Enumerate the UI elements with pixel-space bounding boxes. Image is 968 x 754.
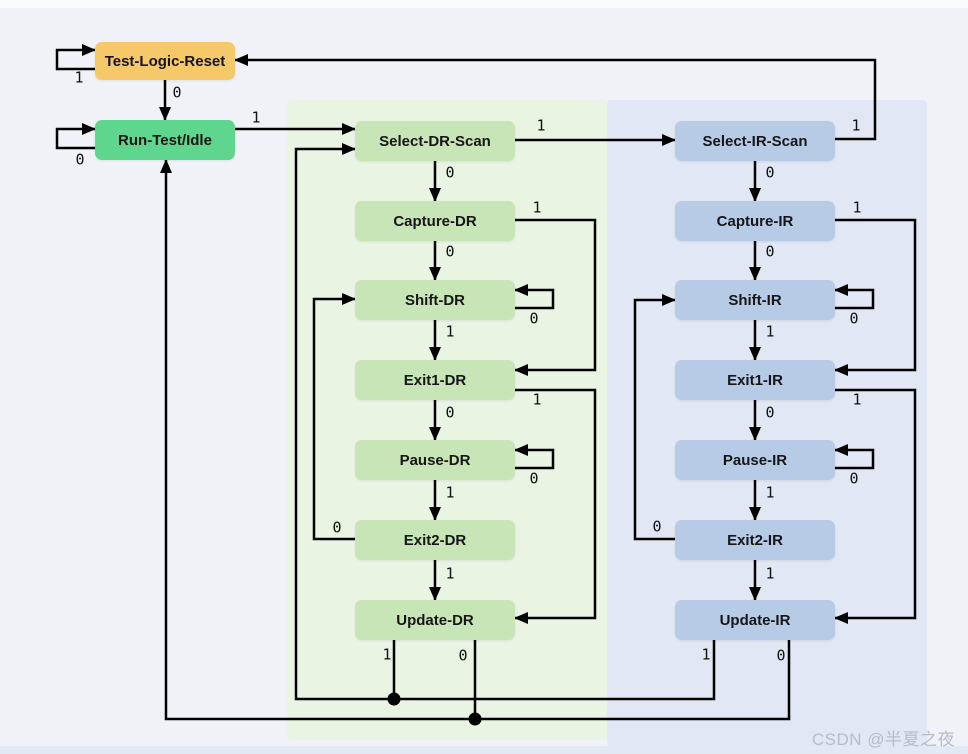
edge-label-pause-ir-self: 0 [849, 469, 859, 488]
page-bottom-strip [0, 746, 968, 754]
junction-dot-update-0 [468, 712, 482, 726]
state-select-ir-scan: Select-IR-Scan [675, 121, 835, 161]
state-test-logic-reset: Test-Logic-Reset [95, 42, 235, 80]
state-update-dr: Update-DR [355, 600, 515, 640]
edge-exit2-dr-to-shift-dr [312, 293, 356, 541]
edge-label-exit1-dr-to-update-dr: 1 [532, 390, 542, 409]
edge-label-rti-to-select-dr: 1 [251, 108, 261, 127]
edge-label-exit1-ir-to-update-ir: 1 [852, 390, 862, 409]
edge-label-shift-dr-self: 0 [529, 309, 539, 328]
edge-label-exit1-ir-to-pause-ir: 0 [765, 403, 775, 422]
edge-exit2-ir-to-shift-ir [633, 294, 676, 541]
state-pause-ir: Pause-IR [675, 440, 835, 480]
edge-label-exit2-dr-to-shift-dr: 0 [332, 518, 342, 537]
edge-label-pause-dr-self: 0 [529, 469, 539, 488]
edge-exit1-ir-to-update-ir [834, 388, 917, 624]
edge-label-capture-dr-to-exit1-dr: 1 [532, 198, 542, 217]
edge-label-tlr-self: 1 [74, 68, 84, 87]
edge-label-select-ir-to-capture-ir: 0 [765, 163, 775, 182]
edge-label-select-ir-to-tlr: 1 [851, 116, 861, 135]
edge-label-exit2-ir-to-update-ir: 1 [765, 564, 775, 583]
edge-label-rti-self: 0 [75, 150, 85, 169]
page-top-strip [0, 0, 968, 8]
state-shift-ir: Shift-IR [675, 280, 835, 320]
state-run-test-idle: Run-Test/Idle [95, 120, 235, 160]
edge-pause-dr-self [514, 444, 555, 470]
edge-pause-ir-self [834, 444, 875, 470]
edge-label-select-dr-to-select-ir: 1 [536, 116, 546, 135]
edge-label-pause-ir-to-exit2-ir: 1 [765, 483, 775, 502]
edge-label-update-ir-branch-1: 1 [701, 645, 711, 664]
state-exit2-dr: Exit2-DR [355, 520, 515, 560]
state-capture-dr: Capture-DR [355, 201, 515, 241]
state-exit1-ir: Exit1-IR [675, 360, 835, 400]
edge-label-exit2-dr-to-update-dr: 1 [445, 564, 455, 583]
edge-label-update-dr-branch-0: 0 [458, 646, 468, 665]
edge-rti-self [55, 123, 96, 150]
edge-label-shift-dr-to-exit1-dr: 1 [445, 322, 455, 341]
edge-label-capture-dr-to-shift-dr: 0 [445, 242, 455, 261]
edge-label-exit1-dr-to-pause-dr: 0 [445, 403, 455, 422]
state-pause-dr: Pause-DR [355, 440, 515, 480]
edge-shift-dr-self [514, 284, 555, 310]
state-capture-ir: Capture-IR [675, 201, 835, 241]
edge-label-select-dr-to-capture-dr: 0 [445, 163, 455, 182]
state-exit1-dr: Exit1-DR [355, 360, 515, 400]
state-select-dr-scan: Select-DR-Scan [355, 121, 515, 161]
edge-label-capture-ir-to-exit1-ir: 1 [852, 198, 862, 217]
state-exit2-ir: Exit2-IR [675, 520, 835, 560]
edge-label-exit2-ir-to-shift-ir: 0 [652, 517, 662, 536]
edge-label-tlr-to-rti: 0 [172, 83, 182, 102]
edge-exit1-dr-to-update-dr [514, 388, 597, 624]
edge-label-update-ir-branch-0: 0 [776, 646, 786, 665]
edge-label-pause-dr-to-exit2-dr: 1 [445, 483, 455, 502]
edge-shift-ir-self [834, 284, 875, 310]
edge-label-shift-ir-self: 0 [849, 309, 859, 328]
edge-capture-ir-to-exit1-ir [834, 218, 917, 376]
state-shift-dr: Shift-DR [355, 280, 515, 320]
edge-label-capture-ir-to-shift-ir: 0 [765, 242, 775, 261]
edge-update-to-select-dr-bus [294, 143, 716, 701]
edge-select-ir-to-tlr [234, 54, 877, 141]
edge-capture-dr-to-exit1-dr [514, 218, 597, 376]
state-update-ir: Update-IR [675, 600, 835, 640]
edge-label-shift-ir-to-exit1-ir: 1 [765, 322, 775, 341]
edge-tlr-self [55, 44, 96, 71]
csdn-watermark: CSDN @半夏之夜 [811, 730, 955, 749]
junction-dot-update-1 [387, 692, 401, 706]
edge-label-update-dr-branch-1: 1 [382, 645, 392, 664]
